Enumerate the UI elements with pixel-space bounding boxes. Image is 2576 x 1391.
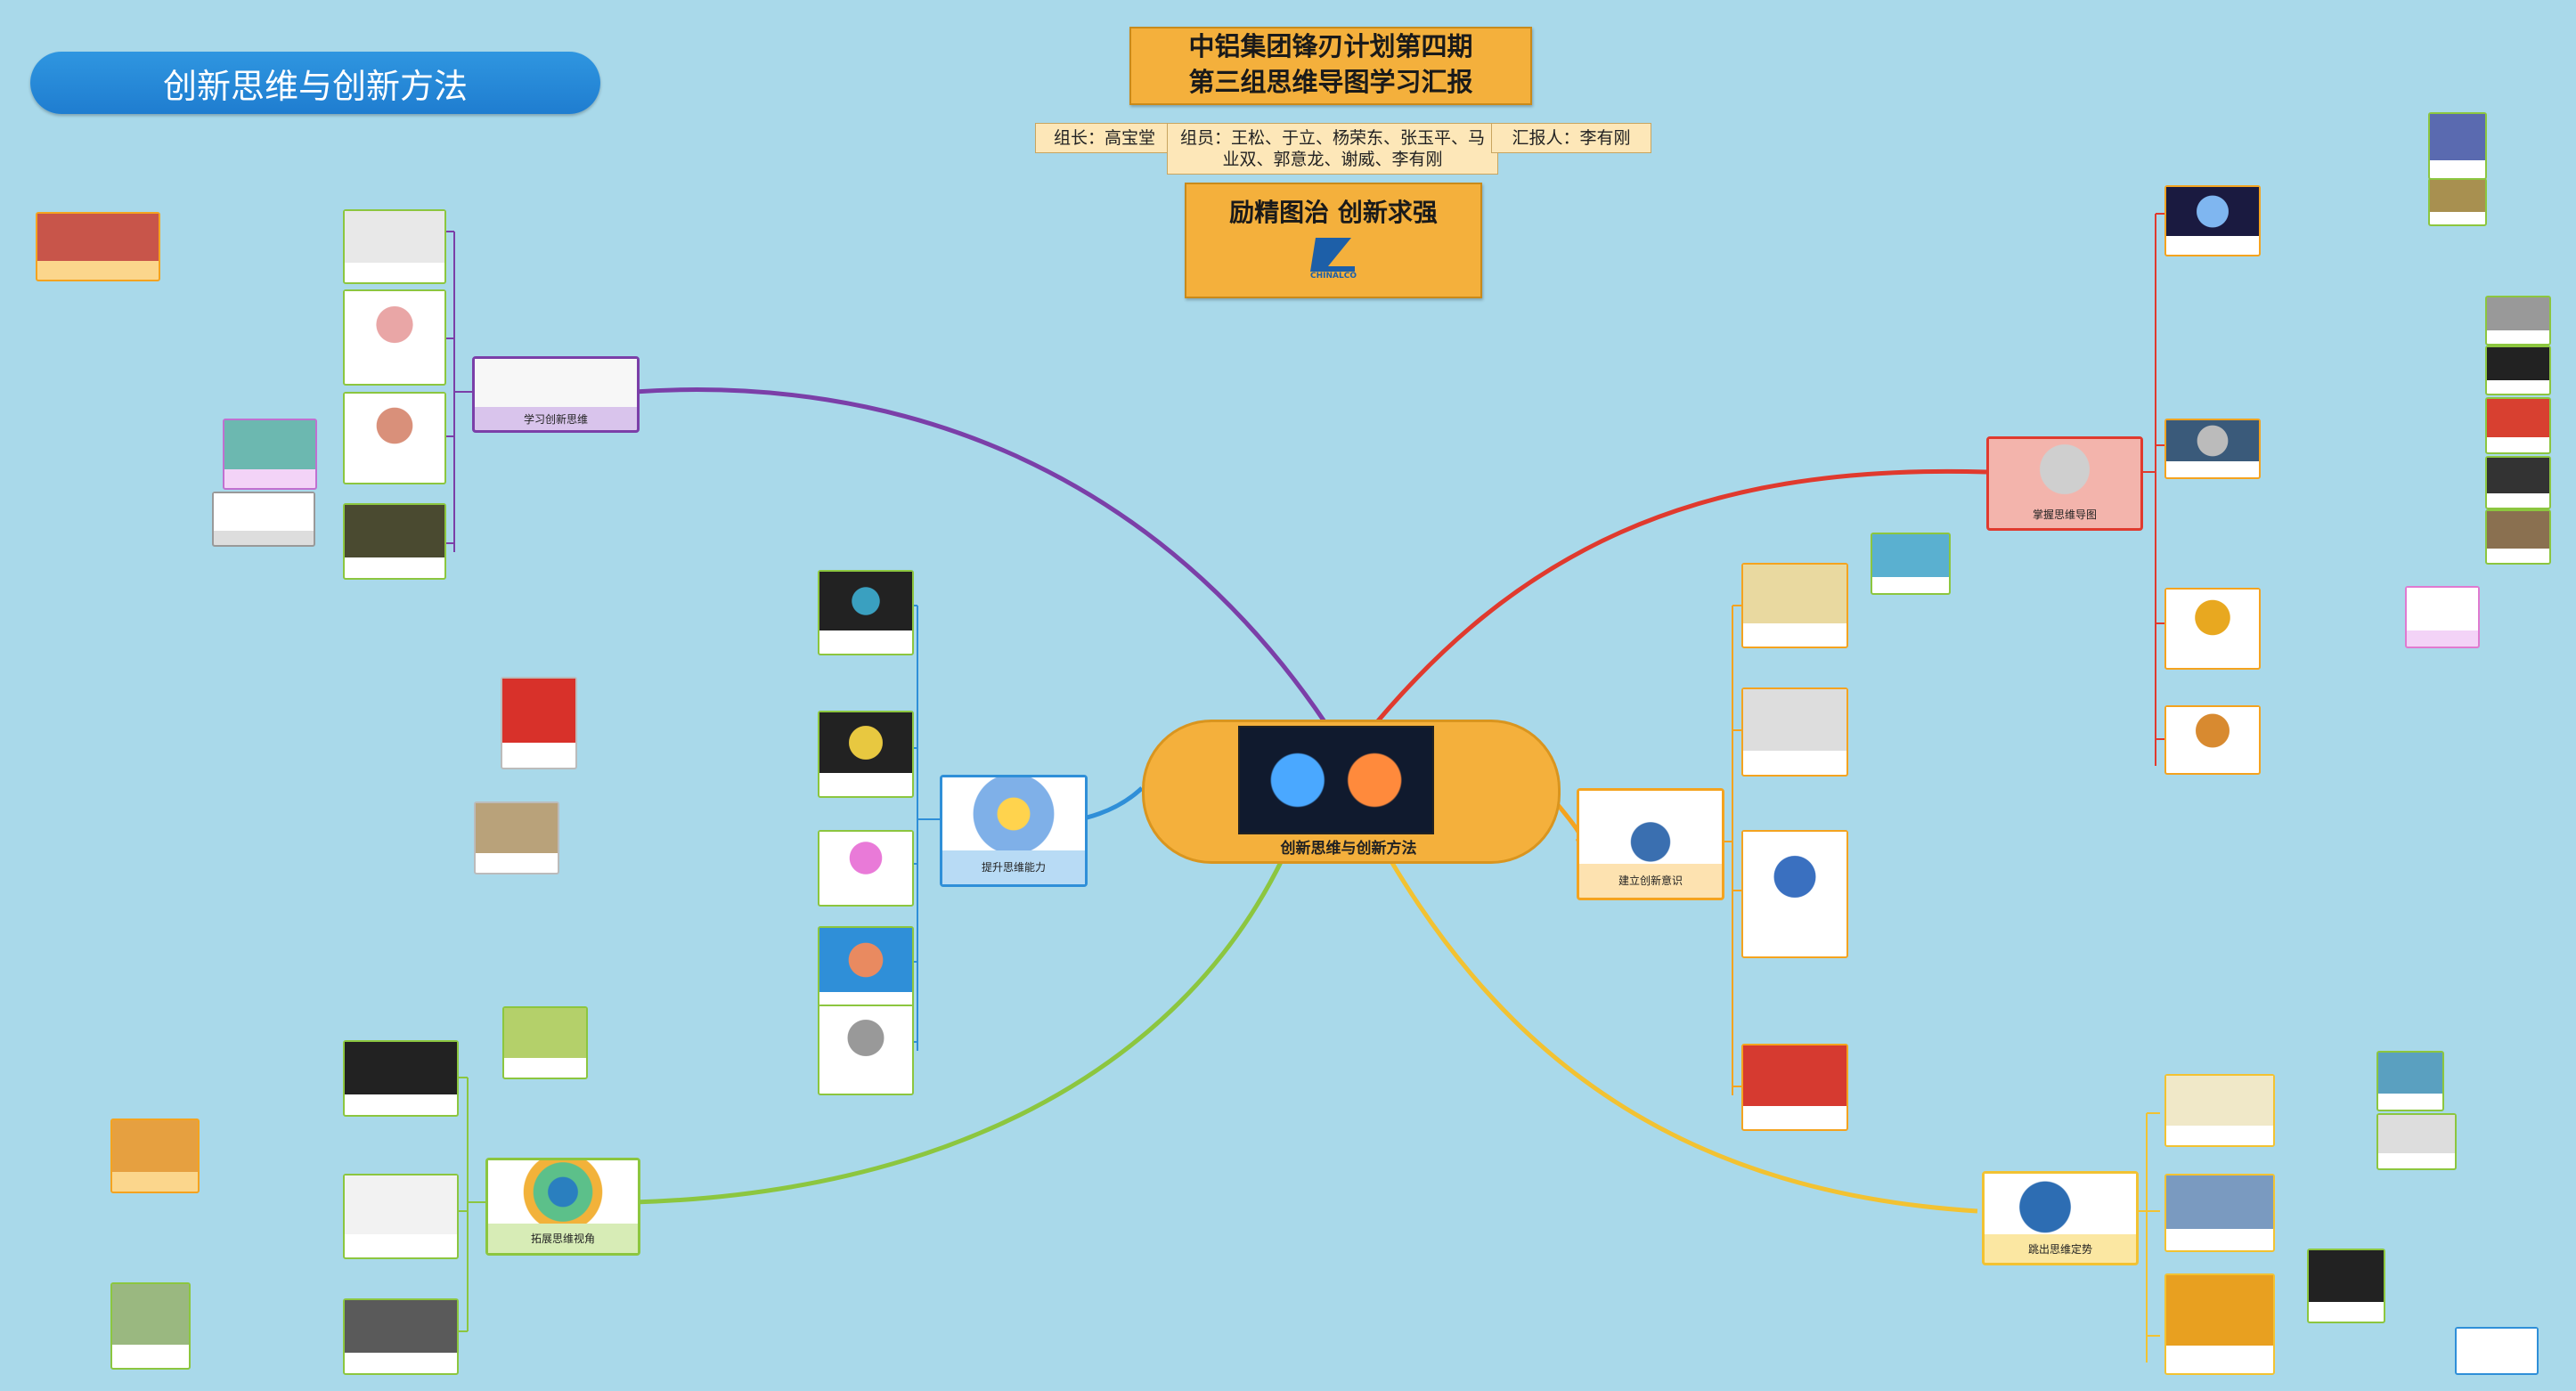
branch-label: 提升思维能力: [942, 850, 1085, 884]
sub-node: [2485, 346, 2551, 395]
sub-node: [2164, 419, 2261, 479]
sub-node: [2164, 1273, 2275, 1375]
branch-improve-thinking: 提升思维能力: [940, 775, 1088, 887]
sub-node: [818, 570, 914, 655]
sub-node: [501, 677, 577, 769]
sub-node: [2485, 456, 2551, 509]
sub-node: [343, 1040, 459, 1117]
sub-node: [474, 801, 559, 874]
motto-text: 励精图治 创新求强: [1229, 198, 1438, 227]
sub-node: [2455, 1327, 2539, 1375]
sub-node: [1741, 830, 1848, 958]
sub-node: [1741, 687, 1848, 777]
sub-node: [343, 503, 446, 580]
branch-label: 掌握思维导图: [2032, 508, 2097, 521]
report-title-line1: 中铝集团锋刃计划第四期: [1188, 31, 1473, 61]
sub-node: [2485, 509, 2551, 565]
chinalco-logo: [1298, 234, 1369, 275]
sub-node: [2164, 185, 2261, 256]
sub-node: [2485, 296, 2551, 346]
sub-node: [223, 419, 317, 490]
branch-image: [1985, 1174, 2136, 1234]
branch-learn-innovation: 学习创新思维: [472, 356, 640, 433]
sub-node: [343, 1174, 459, 1259]
sub-node: [818, 1005, 914, 1095]
branch-label: 跳出思维定势: [2027, 1242, 2092, 1256]
sub-node: [343, 392, 446, 484]
sub-node: [343, 1298, 459, 1375]
branch-image: [475, 359, 637, 408]
report-title-line2: 第三组思维导图学习汇报: [1188, 67, 1473, 97]
branch-master-mindmap: 掌握思维导图: [1986, 436, 2143, 531]
branch-break-set: 跳出思维定势: [1982, 1171, 2139, 1265]
sub-node: [343, 289, 446, 386]
sub-node: [2307, 1249, 2385, 1323]
sub-node: [1741, 1044, 1848, 1131]
branch-image: [942, 777, 1085, 850]
sub-node: [2428, 178, 2487, 226]
sub-node: [110, 1282, 191, 1370]
branch-expand-perspective: 拓展思维视角: [485, 1158, 640, 1256]
motto-box: 励精图治 创新求强 CHINALCO: [1185, 183, 1482, 298]
sub-node: [2164, 705, 2261, 775]
branch-label: 拓展思维视角: [488, 1223, 638, 1253]
page-title: 创新思维与创新方法: [30, 52, 600, 114]
branch-image: [488, 1160, 638, 1224]
sub-node: [2485, 397, 2551, 454]
sub-node: [2376, 1051, 2444, 1111]
sub-node: [1741, 563, 1848, 648]
sub-node: [818, 830, 914, 907]
leader-label: 组长：高宝堂: [1035, 123, 1174, 153]
sub-node: [2376, 1113, 2457, 1170]
sub-node: [2164, 1174, 2275, 1252]
sub-node: [818, 711, 914, 798]
branch-image: [1989, 439, 2140, 500]
center-illustration: [1238, 726, 1434, 834]
sub-node: [343, 209, 446, 284]
report-title-box: 中铝集团锋刃计划第四期 第三组思维导图学习汇报: [1129, 27, 1532, 105]
sub-node: [2164, 1074, 2275, 1147]
branch-label: 建立创新意识: [1618, 874, 1683, 888]
sub-node: [2405, 586, 2480, 648]
branch-image: [1579, 791, 1722, 864]
sub-node: [212, 492, 315, 547]
sub-node: [110, 1118, 200, 1193]
logo-text: CHINALCO: [1310, 272, 1357, 281]
sub-node: [2428, 112, 2487, 180]
center-label: 创新思维与创新方法: [1280, 840, 1417, 858]
members-label: 组员：王松、于立、杨荣东、张玉平、马业双、郭意龙、谢威、李有刚: [1167, 123, 1498, 175]
branch-build-awareness: 建立创新意识: [1577, 788, 1724, 900]
sub-node: [2164, 588, 2261, 670]
sub-node: [36, 212, 160, 281]
sub-node: [1871, 533, 1951, 595]
branch-label: 学习创新思维: [523, 412, 588, 426]
reporter-label: 汇报人：李有刚: [1491, 123, 1651, 153]
sub-node: [502, 1006, 588, 1079]
